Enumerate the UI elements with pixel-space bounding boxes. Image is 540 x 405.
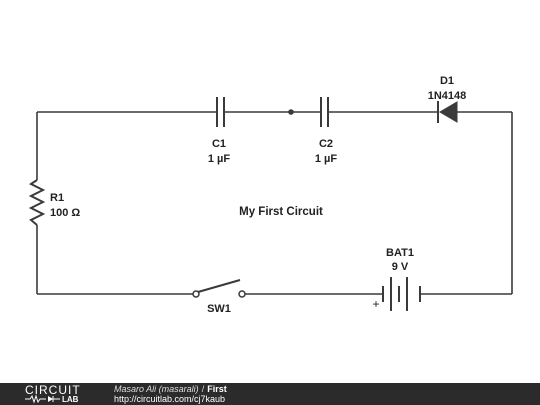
logo-diode-icon [48,396,53,402]
c2-value-label: 1 µF [315,153,338,165]
footer-bar: CIRCUIT LAB Masaro Ali (masarali)/First … [0,383,540,405]
circuitlab-logo[interactable]: CIRCUIT LAB [24,384,94,404]
bat1-ref-label: BAT1 [386,247,414,259]
logo-resistor-icon [25,394,46,404]
diode-d1 [437,101,458,123]
sw1-ref-label: SW1 [207,303,231,315]
battery-plus-sign: + [372,297,379,311]
capacitor-c2 [320,97,329,127]
r1-value-label: 100 Ω [50,207,80,219]
switch-sw1 [192,279,246,298]
d1-ref-label: D1 [440,75,454,87]
title-separator: / [201,384,205,394]
r1-ref-label: R1 [50,192,64,204]
logo-lab-text: LAB [62,395,79,404]
circuit-title: My First Circuit [239,206,323,218]
author-link[interactable]: Masaro Ali (masarali) [114,384,199,394]
bat1-value-label: 9 V [392,261,409,273]
capacitor-c1 [216,97,225,127]
junction-node [288,109,294,115]
circuit-schematic: C1 1 µF C2 1 µF D1 1N4148 R1 100 Ω My Fi… [28,75,513,315]
d1-value-label: 1N4148 [428,90,467,102]
logo-circuit-text: CIRCUIT [25,384,81,397]
circuit-name-link[interactable]: First [207,384,227,394]
battery-bat1 [382,277,421,311]
circuit-url-link[interactable]: http://circuitlab.com/cj7kaub [114,394,226,404]
c1-value-label: 1 µF [208,153,231,165]
author-line: Masaro Ali (masarali)/First [114,384,227,394]
c1-ref-label: C1 [212,138,226,150]
c2-ref-label: C2 [319,138,333,150]
resistor-r1 [28,179,46,226]
